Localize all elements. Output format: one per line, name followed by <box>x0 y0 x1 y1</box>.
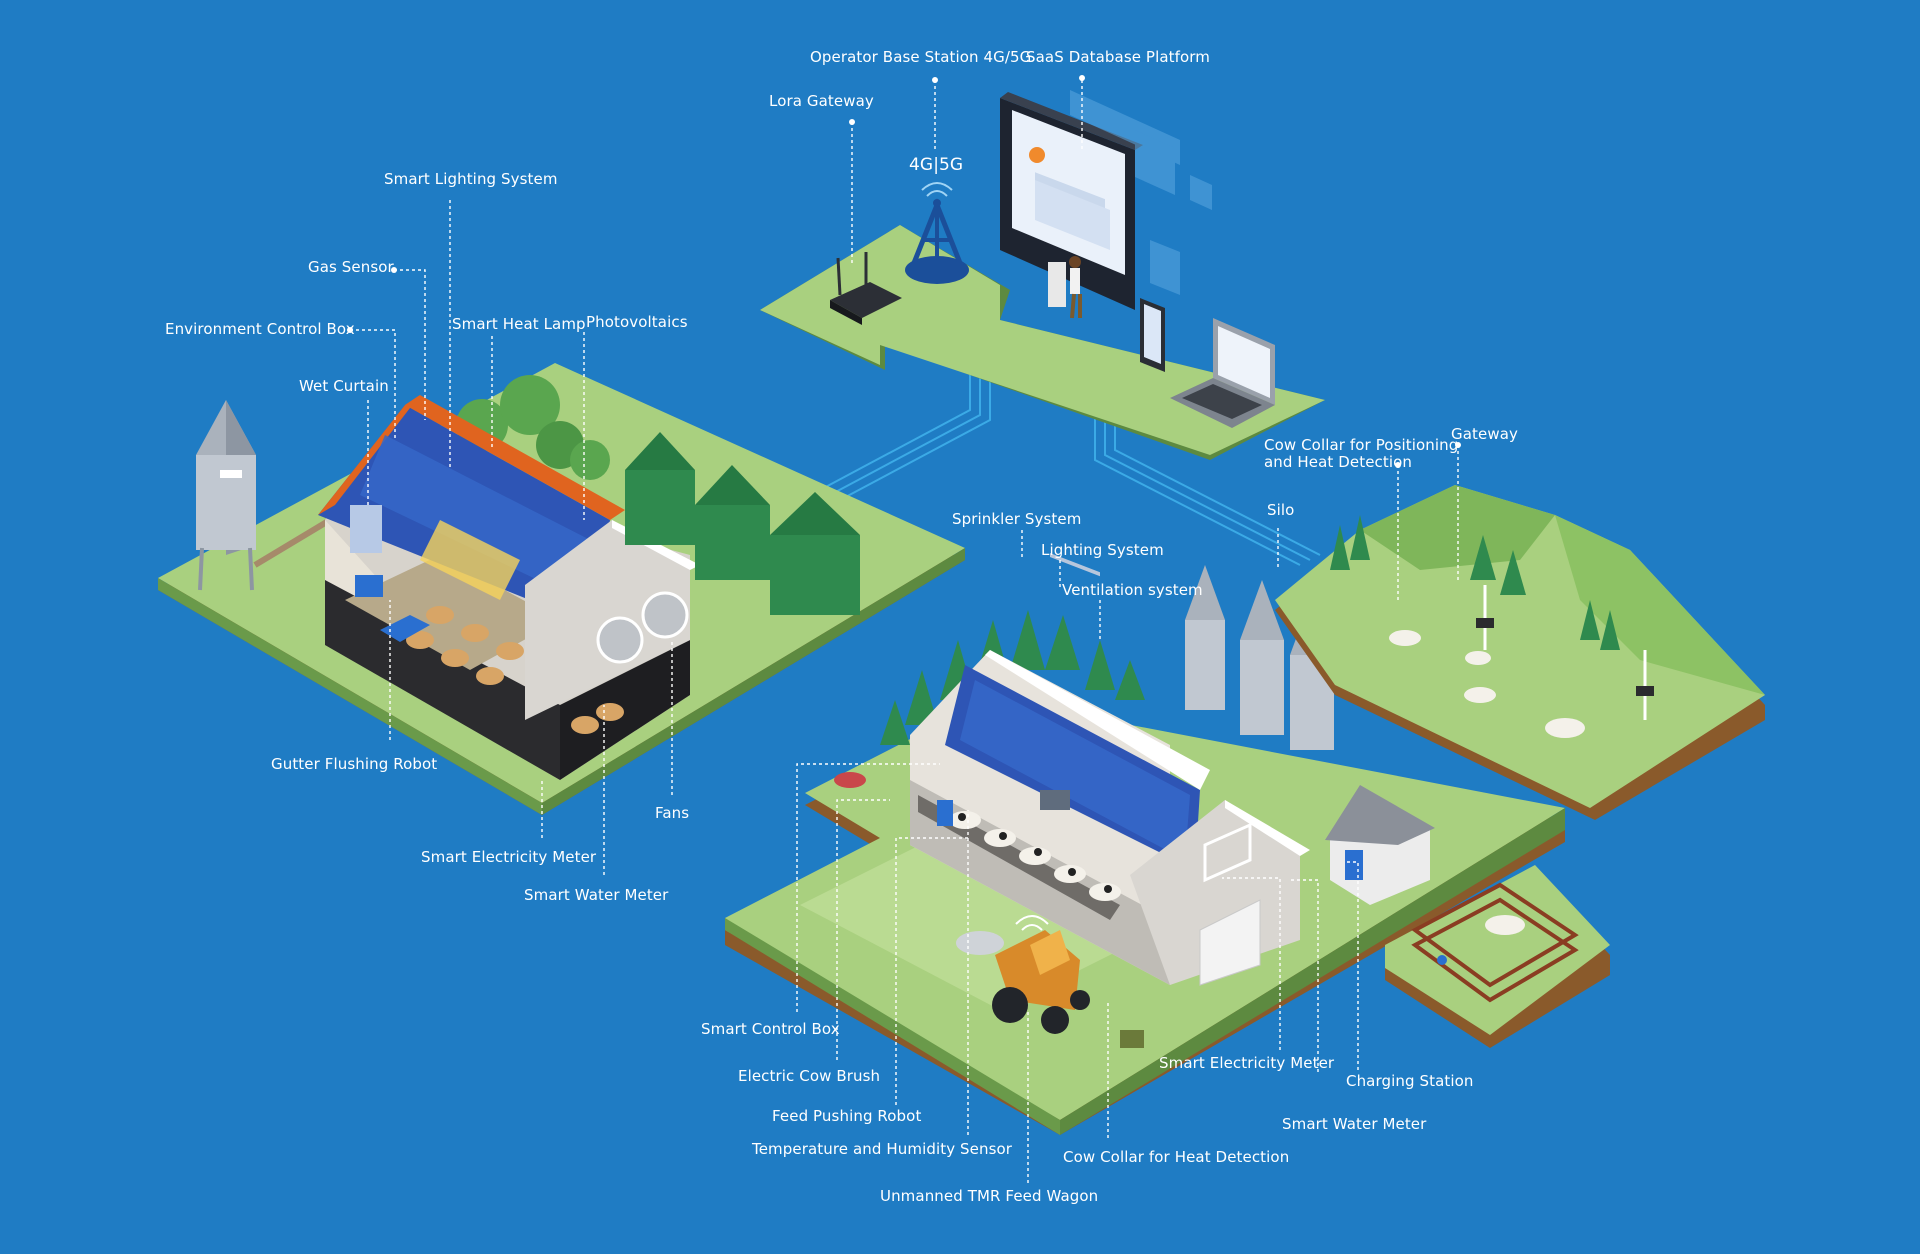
label-saas-database-platform: SaaS Database Platform <box>1026 48 1210 66</box>
saas-dashboard-screen <box>1000 92 1143 577</box>
label-charging-station: Charging Station <box>1346 1072 1474 1090</box>
label-smart-heat-lamp: Smart Heat Lamp <box>452 315 586 333</box>
left-platform <box>158 363 965 815</box>
crate-icon <box>1120 1030 1144 1048</box>
label-gateway: Gateway <box>1451 425 1518 443</box>
pasture-cows-icon <box>1389 630 1585 738</box>
label-cow-collar-heat-detection: Cow Collar for Heat Detection <box>1063 1148 1290 1166</box>
label-electric-cow-brush: Electric Cow Brush <box>738 1067 881 1085</box>
operator-person-icon <box>1048 256 1082 319</box>
label-cow-collar-positioning: Cow Collar for Positioning and Heat Dete… <box>1264 437 1458 471</box>
laptop-icon <box>1170 318 1275 428</box>
label-gutter-flushing-robot: Gutter Flushing Robot <box>271 755 438 773</box>
exhaust-fan-icon <box>596 591 689 664</box>
floating-data-panels <box>1070 90 1212 295</box>
biogas-tanks-icon <box>625 432 860 615</box>
label-smart-electricity-meter-left: Smart Electricity Meter <box>421 848 597 866</box>
label-wet-curtain: Wet Curtain <box>299 377 389 395</box>
label-environment-control-box: Environment Control Box <box>165 320 355 338</box>
dairy-barn-building <box>910 650 1310 986</box>
pasture-pine-trees-icon <box>1330 515 1620 650</box>
pig-icons <box>406 606 624 734</box>
charging-station-shed <box>1325 785 1435 905</box>
label-unmanned-tmr-feed-wagon: Unmanned TMR Feed Wagon <box>880 1187 1099 1205</box>
wet-curtain-panel <box>350 505 382 553</box>
label-cow-collar-positioning-line1: Cow Collar for Positioning <box>1264 436 1459 454</box>
gutter-robot-icon <box>355 575 383 597</box>
label-photovoltaics: Photovoltaics <box>586 313 688 331</box>
silo-left-icon <box>196 400 256 591</box>
label-silo: Silo <box>1267 501 1295 519</box>
leader-lines <box>350 80 1459 1183</box>
lora-gateway-router-icon <box>830 252 902 325</box>
tmr-feed-wagon-tractor-icon <box>956 915 1090 1034</box>
main-dairy-platform <box>725 565 1565 1135</box>
label-gas-sensor: Gas Sensor <box>308 258 394 276</box>
base-station-tower-icon <box>905 182 969 284</box>
label-ventilation-system: Ventilation system <box>1062 581 1203 599</box>
calf-pen-platform <box>1385 865 1610 1048</box>
smartphone-icon <box>1140 298 1165 372</box>
label-smart-electricity-meter-right: Smart Electricity Meter <box>1159 1054 1335 1072</box>
label-smart-control-box: Smart Control Box <box>701 1020 840 1038</box>
heat-lamp-glow <box>420 520 520 600</box>
label-cow-collar-positioning-line2: and Heat Detection <box>1264 453 1413 471</box>
label-fans: Fans <box>655 804 690 822</box>
label-sprinkler-system: Sprinkler System <box>952 510 1082 528</box>
leader-dots <box>347 75 1461 468</box>
label-smart-lighting-system: Smart Lighting System <box>384 170 558 188</box>
pig-barn-building <box>318 395 700 780</box>
feed-robot-icon <box>1040 790 1070 810</box>
cow-icons <box>949 811 1121 901</box>
label-feed-pushing-robot: Feed Pushing Robot <box>772 1107 922 1125</box>
label-operator-base-station: Operator Base Station 4G/5G <box>810 48 1032 66</box>
label-4g-5g: 4G|5G <box>909 155 964 175</box>
smart-control-box-icon <box>834 772 953 826</box>
pasture-platform <box>1275 485 1765 820</box>
label-lighting-system: Lighting System <box>1041 541 1164 559</box>
label-lora-gateway: Lora Gateway <box>769 92 874 110</box>
label-smart-water-meter-left: Smart Water Meter <box>524 886 669 904</box>
fence-icon <box>1411 882 1579 1003</box>
label-smart-water-meter-right: Smart Water Meter <box>1282 1115 1427 1133</box>
network-platform <box>760 90 1325 577</box>
label-temperature-humidity-sensor: Temperature and Humidity Sensor <box>752 1140 1013 1158</box>
pasture-gateway-icon <box>1476 585 1654 720</box>
